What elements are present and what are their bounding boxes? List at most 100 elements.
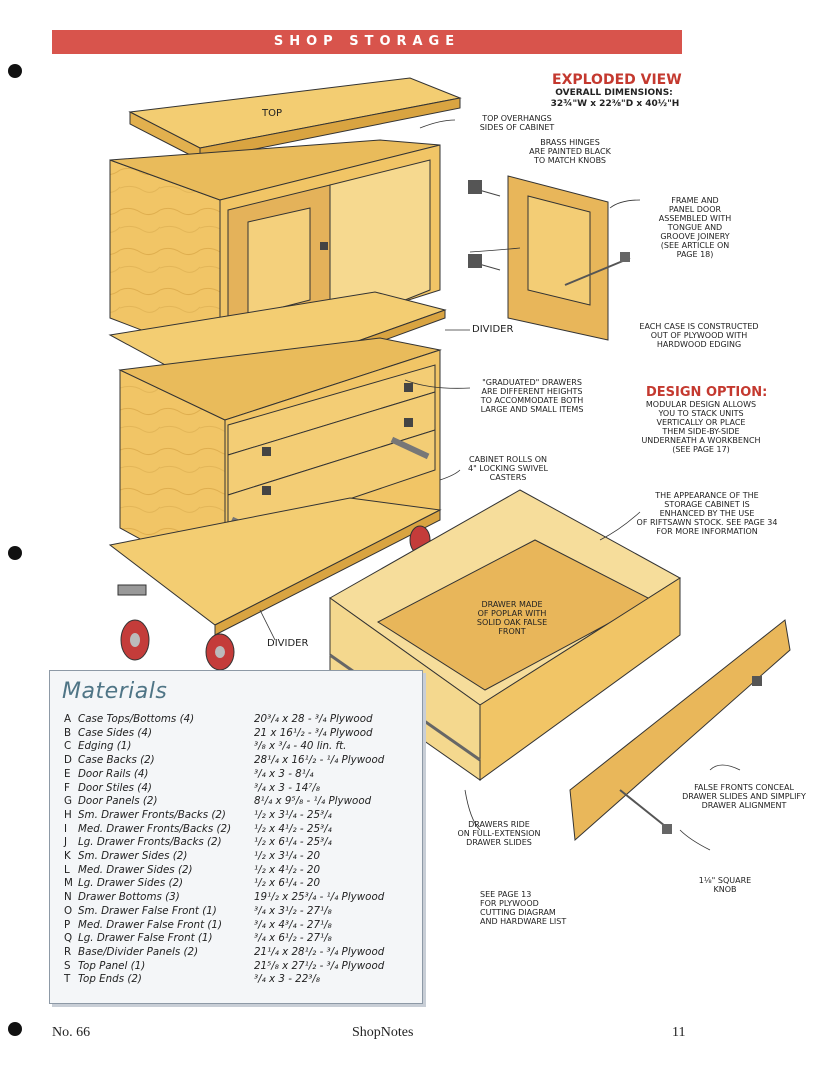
material-letter: E: [64, 767, 71, 780]
material-letter: M: [64, 877, 73, 890]
material-name: Door Stiles (4): [78, 781, 152, 794]
material-letter: C: [64, 740, 72, 753]
overall-dimensions-label: OVERALL DIMENSIONS:: [555, 88, 673, 98]
materials-title: Materials: [62, 679, 168, 704]
magazine-name: ShopNotes: [352, 1025, 414, 1040]
issue-number: No. 66: [52, 1025, 91, 1040]
section-banner: SHOP STORAGE: [52, 30, 682, 54]
material-letter: T: [64, 973, 71, 986]
material-dims: ³/₄ x 3 - 22³/₈: [254, 973, 321, 986]
material-row: O Sm. Drawer False Front (1) ³/₄ x 3¹/₂ - …: [64, 905, 416, 919]
label-divider-upper: DIVIDER: [472, 324, 514, 335]
material-letter: K: [64, 850, 71, 863]
material-row: C Edging (1) ³/₈ x ³/₄ - 40 lin. ft.: [64, 740, 416, 754]
material-dims: 21⁵/₈ x 27¹/₂ - ³/₄ Plywood: [254, 959, 385, 972]
label-top: TOP: [262, 108, 283, 119]
material-letter: L: [64, 863, 70, 876]
material-letter: I: [64, 822, 68, 835]
design-option-title: DESIGN OPTION:: [646, 385, 768, 400]
binder-hole-bottom: [8, 1022, 22, 1036]
material-dims: ³/₄ x 3¹/₂ - 27¹/₈: [254, 904, 332, 917]
material-name: Edging (1): [78, 740, 132, 753]
material-dims: ¹/₂ x 4¹/₂ - 25³/₄: [254, 822, 332, 835]
material-row: L Med. Drawer Sides (2) ¹/₂ x 4¹/₂ - 20: [64, 864, 416, 878]
material-name: Door Panels (2): [78, 795, 158, 808]
material-name: Sm. Drawer Fronts/Backs (2): [78, 808, 226, 821]
exploded-view-title: EXPLODED VIEW: [552, 72, 682, 88]
material-dims: ¹/₂ x 6¹/₄ - 25³/₄: [254, 836, 332, 849]
material-dims: ¹/₂ x 4¹/₂ - 20: [254, 863, 321, 876]
material-row: E Door Rails (4) ³/₄ x 3 - 8¹/₄: [64, 768, 416, 782]
material-row: H Sm. Drawer Fronts/Backs (2) ¹/₂ x 3¹/₄ -…: [64, 809, 416, 823]
material-dims: 21 x 16¹/₂ - ³/₄ Plywood: [254, 726, 373, 739]
page-number: 11: [672, 1025, 686, 1040]
material-dims: ³/₄ x 6¹/₂ - 27¹/₈: [254, 932, 332, 945]
material-name: Med. Drawer Sides (2): [78, 863, 193, 876]
material-letter: D: [64, 754, 72, 767]
material-name: Case Sides (4): [78, 726, 152, 739]
material-dims: ³/₄ x 3 - 8¹/₄: [254, 767, 314, 780]
material-letter: O: [64, 904, 73, 917]
material-dims: ³/₄ x 3 - 14⁷/₈: [254, 781, 321, 794]
material-name: Med. Drawer Fronts/Backs (2): [78, 822, 232, 835]
material-letter: H: [64, 808, 72, 821]
material-dims: 21¹/₄ x 28¹/₂ - ³/₄ Plywood: [254, 945, 385, 958]
material-dims: ¹/₂ x 3¹/₄ - 25³/₄: [254, 808, 332, 821]
caster-left: [117, 584, 150, 661]
material-letter: B: [64, 726, 72, 739]
section-title: SHOP STORAGE: [273, 34, 461, 49]
material-name: Base/Divider Panels (2): [78, 945, 199, 958]
material-name: Sm. Drawer False Front (1): [78, 904, 217, 917]
material-name: Top Panel (1): [78, 959, 146, 972]
material-letter: A: [64, 713, 72, 725]
material-name: Sm. Drawer Sides (2): [78, 850, 188, 863]
material-row: K Sm. Drawer Sides (2) ¹/₂ x 3¹/₄ - 20: [64, 850, 416, 864]
material-row: F Door Stiles (4) ³/₄ x 3 - 14⁷/₈: [64, 782, 416, 796]
material-name: Door Rails (4): [78, 767, 149, 780]
material-dims: 19¹/₂ x 25³/₄ - ¹/₄ Plywood: [254, 891, 385, 904]
overall-dimensions-value: 32¾"W x 22⅜"D x 40½"H: [550, 99, 680, 109]
material-dims: ¹/₂ x 6¹/₄ - 20: [254, 877, 321, 890]
material-row: I Med. Drawer Fronts/Backs (2) ¹/₂ x 4¹/₂ …: [64, 823, 416, 837]
material-dims: ¹/₂ x 3¹/₄ - 20: [254, 850, 321, 863]
material-dims: ³/₈ x ³/₄ - 40 lin. ft.: [254, 740, 347, 753]
label-divider-base: DIVIDER: [267, 638, 309, 649]
material-name: Case Tops/Bottoms (4): [78, 713, 195, 725]
divider-base: [108, 497, 442, 636]
material-letter: F: [64, 781, 70, 794]
material-dims: ³/₄ x 4³/₄ - 27¹/₈: [254, 918, 332, 931]
material-letter: N: [64, 891, 72, 904]
material-letter: J: [64, 836, 68, 849]
material-row: B Case Sides (4) 21 x 16¹/₂ - ³/₄ Plywood: [64, 727, 416, 741]
upper-case: [109, 139, 441, 361]
drawer-false-front: [569, 619, 791, 842]
door-panel: [468, 175, 631, 341]
material-letter: S: [64, 959, 71, 972]
caster-front: [205, 633, 235, 671]
material-row: S Top Panel (1) 21⁵/₈ x 27¹/₂ - ³/₄ Plywoo…: [64, 960, 416, 974]
material-name: Case Backs (2): [78, 754, 155, 767]
binder-hole-middle: [8, 546, 22, 560]
